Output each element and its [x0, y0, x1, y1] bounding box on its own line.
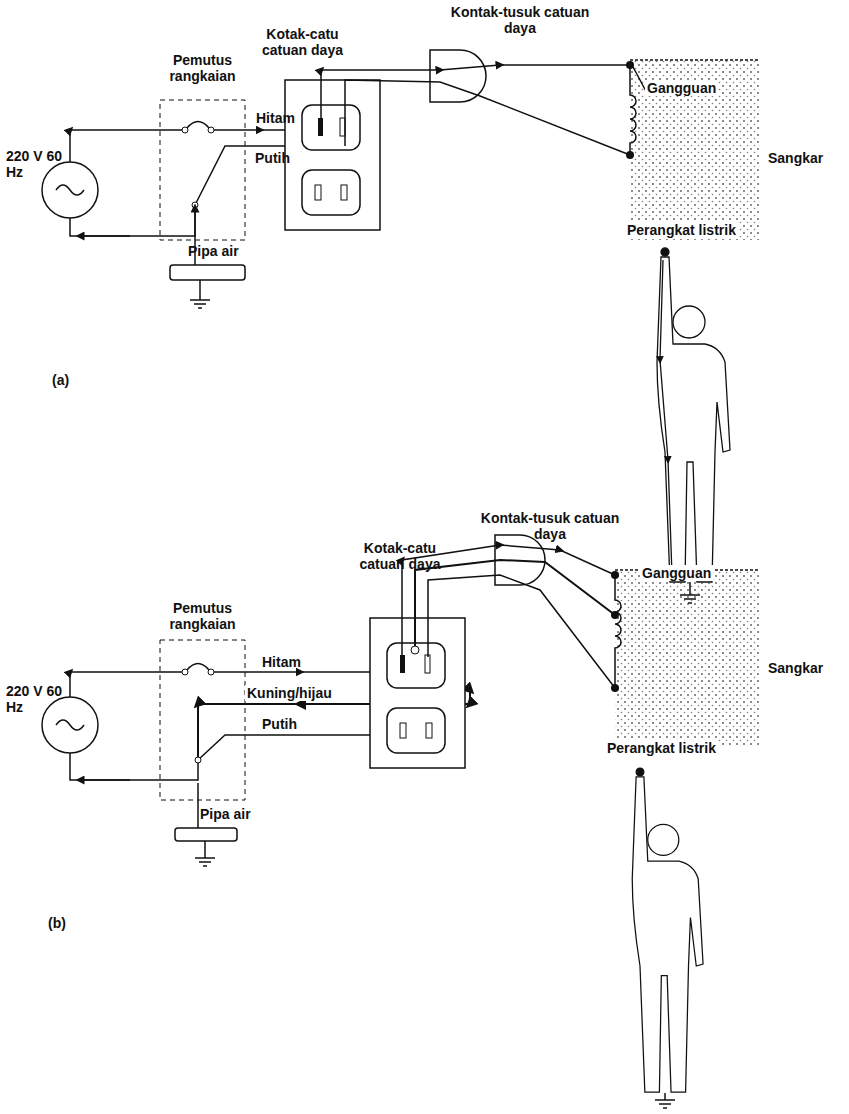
part-label: (a) [52, 372, 92, 388]
part-label: Gangguan [645, 80, 735, 96]
part-label: Kuning/hijau [245, 685, 355, 701]
part-label: Perangkat listrik [625, 222, 765, 238]
part-label: Sangkar [768, 660, 843, 676]
part-label: Sangkar [768, 150, 843, 166]
part-label: Putih [262, 716, 322, 732]
part-label: Kontak-tusuk catuan daya [470, 510, 630, 542]
part-label: 220 V 60 Hz [6, 683, 64, 715]
part-label: Kontak-tusuk catuan daya [445, 4, 595, 36]
part-label: Perangkat listrik [605, 740, 745, 756]
part-label: Putih [255, 150, 315, 166]
part-label: Pipa air [188, 243, 268, 259]
part-label: Pemutus rangkaian [145, 600, 260, 632]
part-label: Hitam [256, 110, 316, 126]
part-label: Kotak-catu catuan daya [345, 540, 455, 572]
part-label: Kotak-catu catuan daya [245, 26, 360, 58]
part-label: (b) [48, 915, 88, 931]
part-label: Gangguan [640, 565, 730, 581]
part-label: Pipa air [200, 806, 280, 822]
part-label: Hitam [262, 654, 322, 670]
part-label: Pemutus rangkaian [145, 52, 260, 84]
part-label: 220 V 60 Hz [6, 148, 64, 180]
